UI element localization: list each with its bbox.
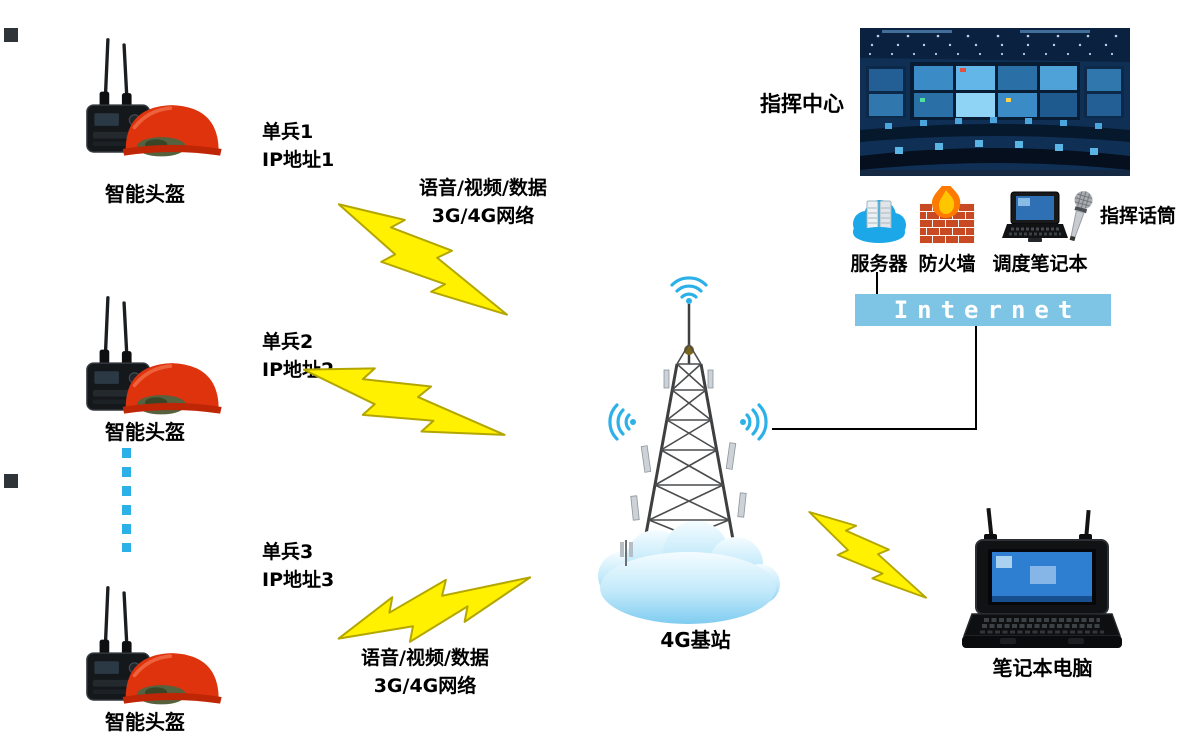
wifi-signal-icon bbox=[608, 403, 636, 441]
cloud-icon bbox=[598, 521, 780, 624]
smart-helmet-icon bbox=[86, 38, 222, 157]
lightning-bolt-icon bbox=[337, 576, 532, 643]
soldier-3-label: 单兵3 IP地址3 bbox=[262, 538, 334, 594]
soldier-ip: IP地址3 bbox=[262, 569, 335, 591]
helmet-label: 智能头盔 bbox=[105, 182, 185, 206]
microphone-icon bbox=[1069, 191, 1093, 242]
command-center-title: 指挥中心 bbox=[760, 92, 844, 116]
helmet-label: 智能头盔 bbox=[105, 710, 185, 734]
connector-line bbox=[876, 272, 878, 294]
internet-bar: Internet bbox=[855, 294, 1111, 326]
firewall-icon bbox=[919, 186, 975, 244]
server-label: 服务器 bbox=[850, 253, 908, 275]
wifi-signal-icon bbox=[670, 276, 708, 304]
smart-helmet-icon bbox=[86, 586, 222, 705]
soldier-name: 单兵3 bbox=[262, 541, 314, 563]
command-center-photo bbox=[860, 28, 1130, 176]
wireless-link-label-top: 语音/视频/数据 3G/4G网络 bbox=[419, 177, 547, 227]
photo-crop-mark bbox=[4, 474, 18, 488]
soldier-name: 单兵1 bbox=[262, 121, 314, 143]
smart-helmet-icon bbox=[86, 296, 222, 415]
4g-tower-icon bbox=[598, 304, 780, 624]
soldier-name: 单兵2 bbox=[262, 331, 314, 353]
wifi-signal-icon bbox=[740, 403, 768, 441]
connector-line bbox=[975, 326, 977, 429]
dispatch-laptop-icon bbox=[1002, 191, 1068, 242]
server-cloud-icon bbox=[853, 200, 906, 243]
field-laptop-icon bbox=[962, 508, 1122, 648]
photo-crop-mark bbox=[4, 28, 18, 42]
lightning-bolt-icon bbox=[338, 203, 508, 316]
dotted-continuation-line bbox=[122, 448, 131, 552]
field-laptop-label: 笔记本电脑 bbox=[992, 656, 1093, 680]
soldier-ip: IP地址1 bbox=[262, 149, 335, 171]
base-station-label: 4G基站 bbox=[660, 628, 731, 652]
connector-line bbox=[772, 428, 977, 430]
helmet-label: 智能头盔 bbox=[105, 420, 185, 444]
lightning-bolt-icon bbox=[303, 367, 506, 436]
lightning-bolt-icon bbox=[808, 511, 927, 599]
wireless-link-label-bottom: 语音/视频/数据 3G/4G网络 bbox=[361, 647, 489, 697]
dispatch-laptop-label: 调度笔记本 bbox=[992, 253, 1088, 275]
soldier-1-label: 单兵1 IP地址1 bbox=[262, 118, 334, 174]
command-mic-label: 指挥话筒 bbox=[1100, 205, 1177, 227]
firewall-label: 防火墙 bbox=[918, 253, 976, 275]
